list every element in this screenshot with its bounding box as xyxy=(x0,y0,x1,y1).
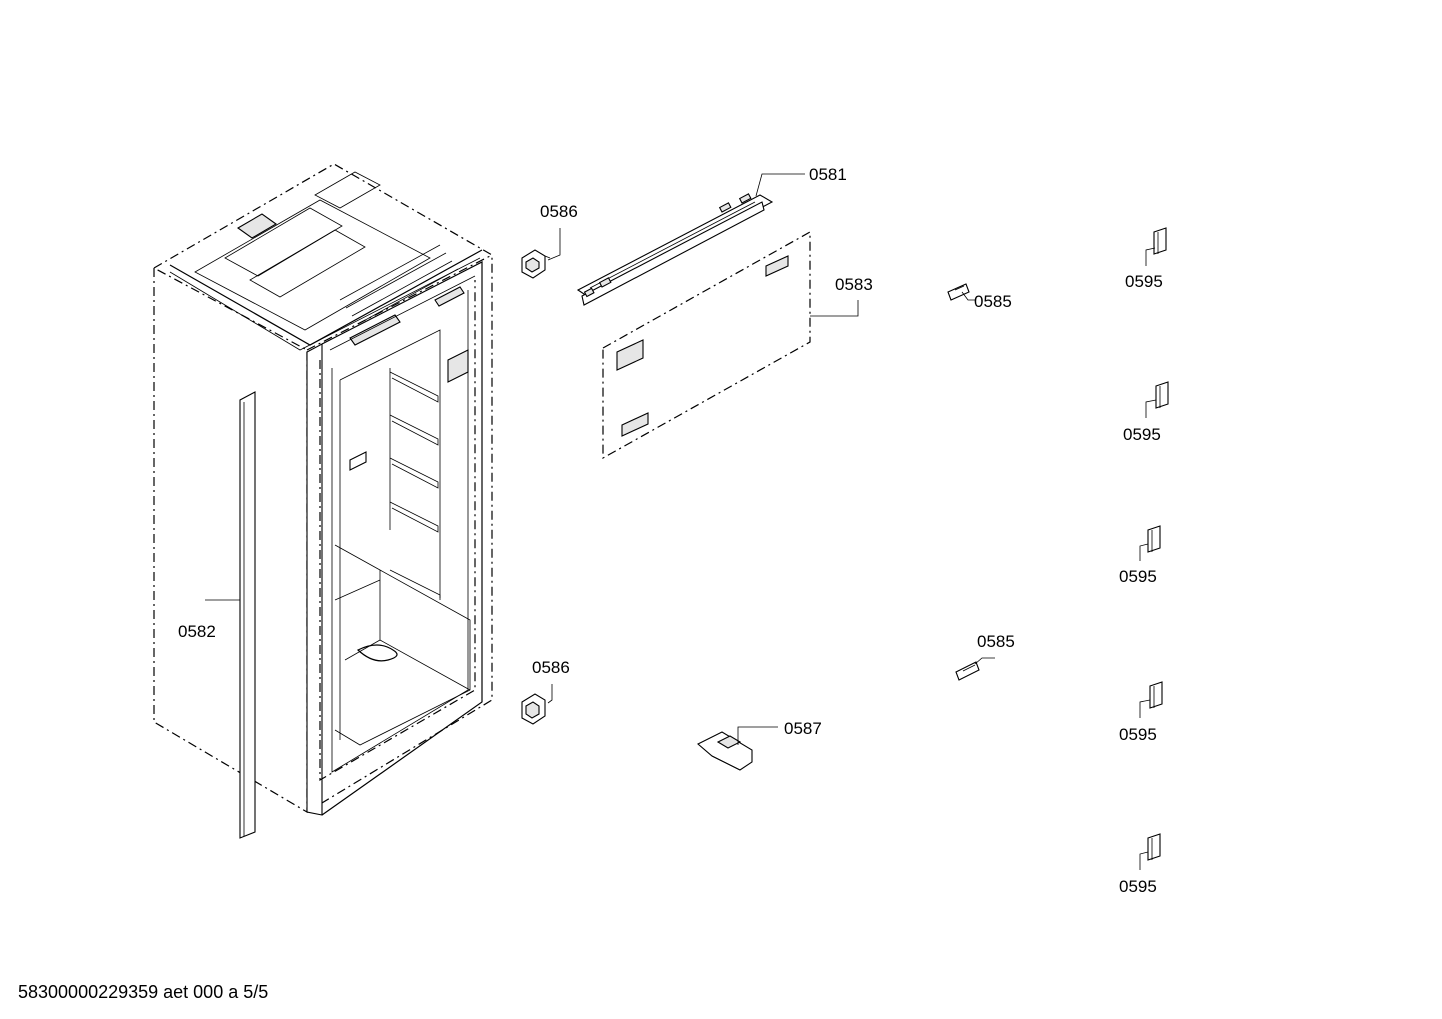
document-reference: 58300000229359 aet 000 a 5/5 xyxy=(18,982,269,1002)
cabinet-outline xyxy=(153,163,493,816)
hinge-part xyxy=(697,731,753,771)
label-0595-1: 0595 xyxy=(1125,272,1163,291)
hinge-cover-3 xyxy=(1147,525,1161,553)
label-0587: 0587 xyxy=(784,719,822,738)
label-0585-upper: 0585 xyxy=(974,292,1012,311)
clip-upper xyxy=(947,283,970,301)
bracket-lower xyxy=(521,693,546,725)
bracket-upper xyxy=(521,249,551,279)
hinge-cover-2 xyxy=(1155,381,1169,409)
panel xyxy=(602,230,811,460)
label-0595-4: 0595 xyxy=(1119,725,1157,744)
label-0586-lower: 0586 xyxy=(532,658,570,677)
rail xyxy=(576,193,774,306)
label-0595-2: 0595 xyxy=(1123,425,1161,444)
hinge-cover-1 xyxy=(1153,227,1167,255)
label-0586-upper: 0586 xyxy=(540,202,578,221)
label-0585-lower: 0585 xyxy=(977,632,1015,651)
label-0595-5: 0595 xyxy=(1119,877,1157,896)
label-0595-3: 0595 xyxy=(1119,567,1157,586)
hinge-cover-4 xyxy=(1149,681,1163,709)
label-0582: 0582 xyxy=(178,622,216,641)
side-strip xyxy=(239,391,256,839)
hinge-cover-5 xyxy=(1147,833,1161,861)
label-0583: 0583 xyxy=(835,275,873,294)
clip-lower xyxy=(955,661,980,681)
label-0581: 0581 xyxy=(809,165,847,184)
